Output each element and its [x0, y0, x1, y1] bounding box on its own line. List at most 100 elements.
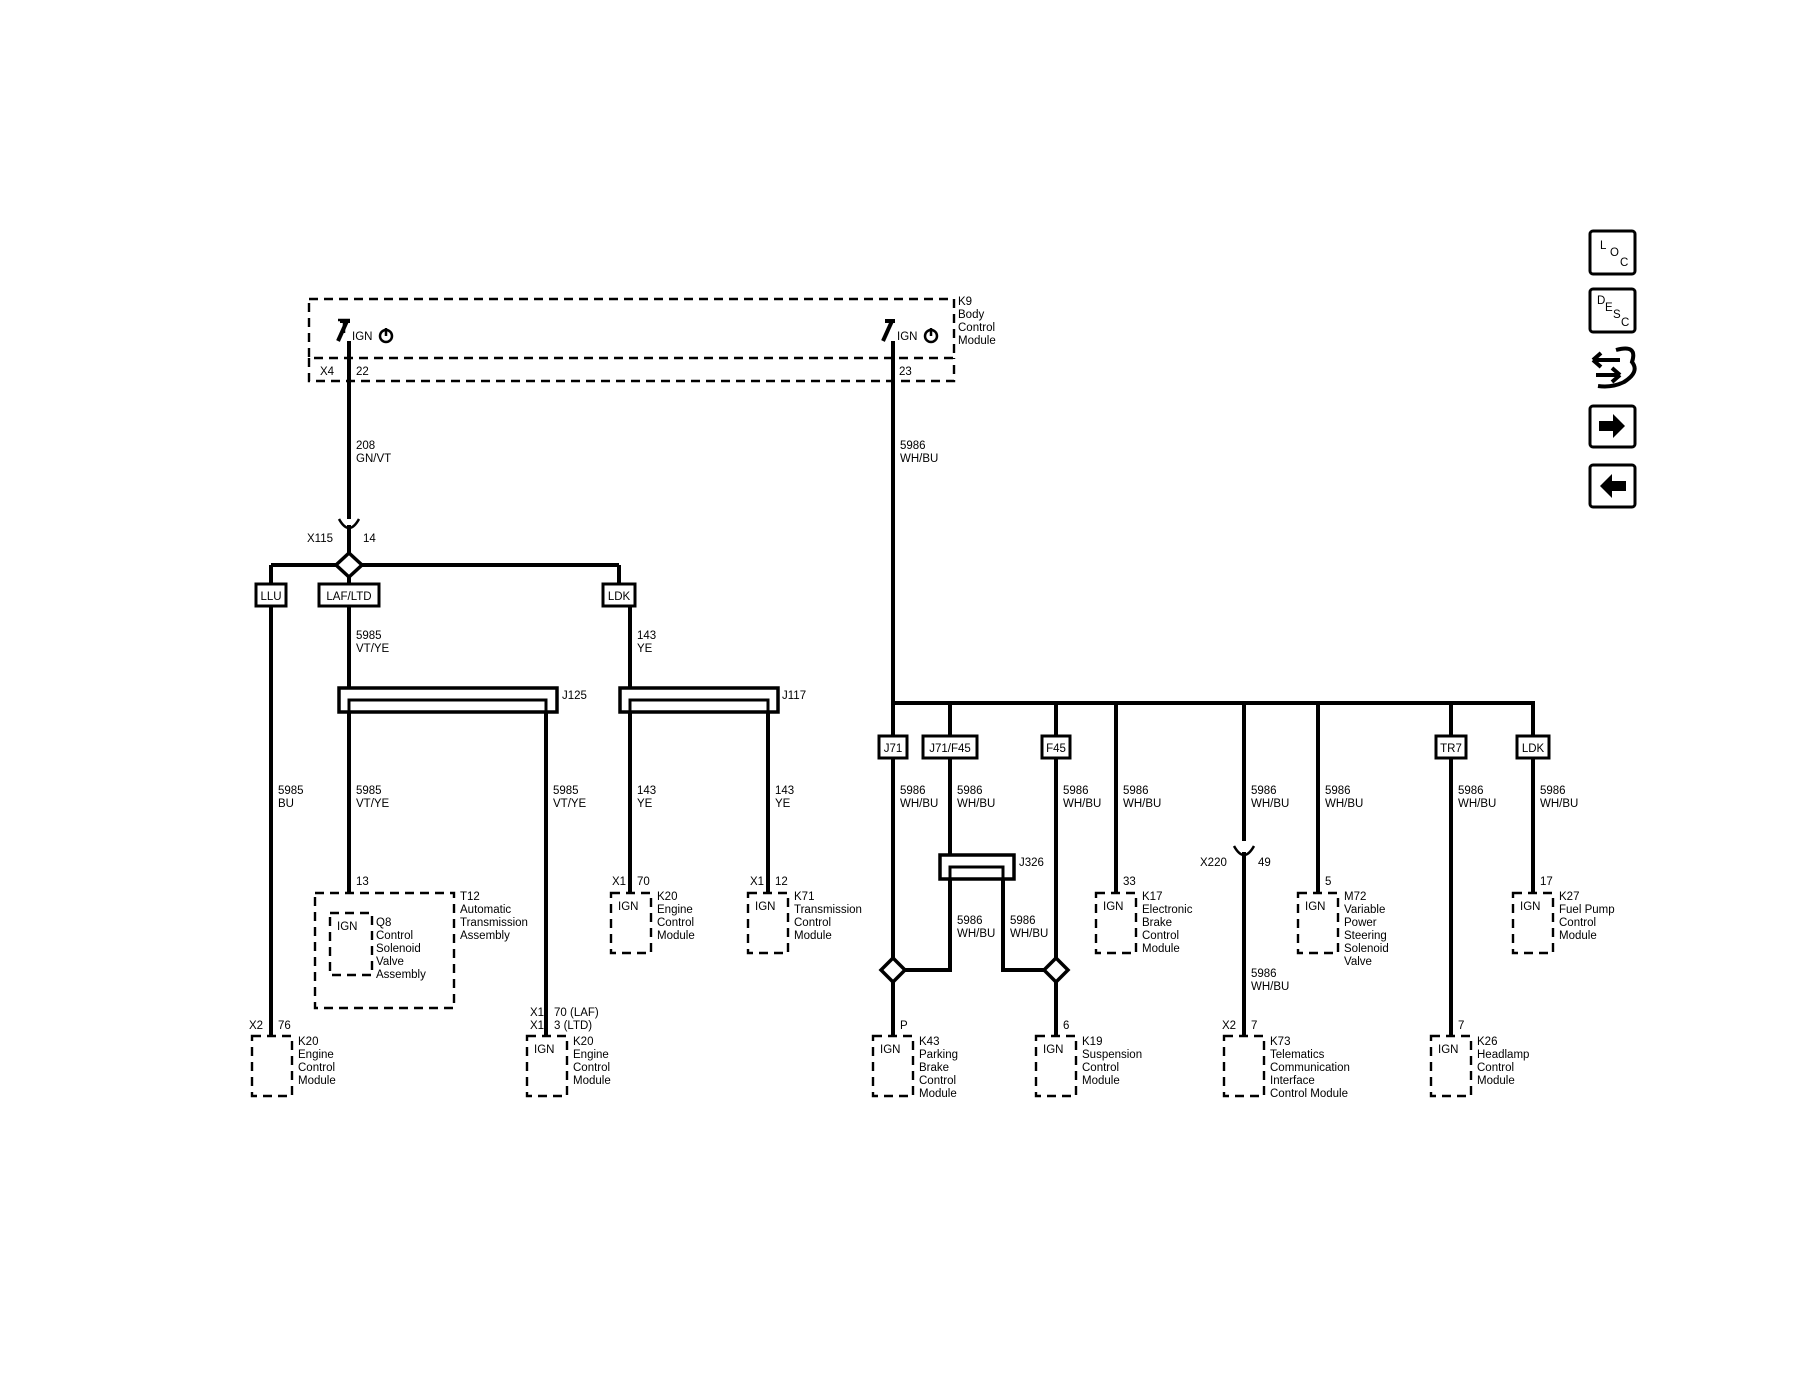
- svg-text:33: 33: [1123, 876, 1136, 888]
- tr7-branch: 5986 WH/BU: [1449, 758, 1496, 1036]
- svg-text:WH/BU: WH/BU: [900, 453, 938, 465]
- svg-text:143: 143: [637, 785, 656, 797]
- ign-label: IGN: [618, 901, 638, 913]
- llu-branch: 5985 BU: [269, 606, 304, 1036]
- splice-pack-j117: J117: [618, 686, 806, 714]
- svg-text:Valve: Valve: [376, 956, 404, 968]
- bcm-id: K9: [958, 296, 972, 308]
- svg-text:K73: K73: [1270, 1036, 1290, 1048]
- svg-text:Module: Module: [1559, 930, 1597, 942]
- svg-text:K27: K27: [1559, 891, 1579, 903]
- svg-text:Brake: Brake: [919, 1062, 949, 1074]
- svg-text:WH/BU: WH/BU: [1063, 798, 1101, 810]
- component-k17: 33 IGN K17 Electronic Brake Control Modu…: [1094, 876, 1193, 955]
- connector-swap-icon[interactable]: [1591, 346, 1637, 389]
- component-k20-laf: X1 70 (LAF) X1 3 (LTD) IGN K20 Engine Co…: [525, 1007, 611, 1098]
- svg-text:Telematics: Telematics: [1270, 1049, 1325, 1061]
- bcm-name-1: Body: [958, 309, 984, 321]
- svg-text:LLU: LLU: [260, 591, 281, 603]
- svg-text:Parking: Parking: [919, 1049, 958, 1061]
- svg-text:Control: Control: [376, 930, 413, 942]
- svg-text:Headlamp: Headlamp: [1477, 1049, 1529, 1061]
- component-k73: X2 7 K73 Telematics Communication Interf…: [1222, 1020, 1350, 1100]
- svg-text:Module: Module: [573, 1075, 611, 1087]
- svg-text:Engine: Engine: [657, 904, 693, 916]
- svg-text:Control: Control: [1142, 930, 1179, 942]
- svg-text:Variable: Variable: [1344, 904, 1385, 916]
- svg-text:WH/BU: WH/BU: [900, 798, 938, 810]
- option-ldk-right: LDK: [1515, 703, 1551, 760]
- svg-text:X1: X1: [750, 876, 764, 888]
- svg-text:Assembly: Assembly: [376, 969, 426, 981]
- splice-diamond: [878, 955, 908, 985]
- svg-text:YE: YE: [637, 798, 653, 810]
- svg-text:70 (LAF): 70 (LAF): [554, 1007, 599, 1019]
- ign-label: IGN: [1438, 1044, 1458, 1056]
- svg-text:5986: 5986: [1251, 968, 1277, 980]
- svg-text:Fuel Pump: Fuel Pump: [1559, 904, 1615, 916]
- option-laf-ltd: LAF/LTD: [317, 582, 381, 608]
- component-k43: P IGN K43 Parking Brake Control Module: [871, 1020, 958, 1100]
- bcm-pin-23: 23: [899, 366, 912, 378]
- svg-text:X1: X1: [612, 876, 626, 888]
- svg-text:7: 7: [1458, 1020, 1464, 1032]
- svg-text:Module: Module: [919, 1088, 957, 1100]
- location-button[interactable]: L O C: [1588, 229, 1637, 276]
- svg-text:Module: Module: [657, 930, 695, 942]
- svg-text:Control Module: Control Module: [1270, 1088, 1348, 1100]
- svg-text:X2: X2: [1222, 1020, 1236, 1032]
- svg-text:5986: 5986: [1010, 915, 1036, 927]
- svg-text:208: 208: [356, 440, 375, 452]
- svg-text:Control: Control: [919, 1075, 956, 1087]
- svg-text:Control: Control: [794, 917, 831, 929]
- arrow-right-icon: [1599, 414, 1625, 438]
- svg-text:Control: Control: [573, 1062, 610, 1074]
- svg-text:13: 13: [356, 876, 369, 888]
- svg-text:J125: J125: [562, 690, 587, 702]
- svg-text:BU: BU: [278, 798, 294, 810]
- next-button[interactable]: [1588, 404, 1637, 449]
- svg-text:Solenoid: Solenoid: [1344, 943, 1389, 955]
- svg-text:Engine: Engine: [573, 1049, 609, 1061]
- svg-text:5986: 5986: [957, 785, 983, 797]
- bcm-pin-22: 22: [356, 366, 369, 378]
- svg-text:Electronic: Electronic: [1142, 904, 1193, 916]
- svg-text:J117: J117: [782, 690, 806, 702]
- description-button[interactable]: D E S C: [1588, 287, 1637, 334]
- svg-text:Transmission: Transmission: [460, 917, 528, 929]
- svg-text:5985: 5985: [356, 630, 382, 642]
- svg-text:VT/YE: VT/YE: [553, 798, 587, 810]
- svg-text:Brake: Brake: [1142, 917, 1172, 929]
- svg-text:5: 5: [1325, 876, 1331, 888]
- bcm-name-2: Control: [958, 322, 995, 334]
- svg-text:K20: K20: [573, 1036, 593, 1048]
- ldk-branch: 143 YE J117 143 YE 143 YE: [618, 606, 806, 893]
- svg-text:M72: M72: [1344, 891, 1366, 903]
- x220-connector: X220: [1200, 857, 1227, 869]
- svg-text:Steering: Steering: [1344, 930, 1387, 942]
- svg-text:K26: K26: [1477, 1036, 1497, 1048]
- svg-text:Power: Power: [1344, 917, 1377, 929]
- left-feed-wire: 208 GN/VT X115 14: [269, 341, 621, 584]
- svg-text:17: 17: [1540, 876, 1553, 888]
- svg-text:5986: 5986: [957, 915, 983, 927]
- svg-text:Module: Module: [1477, 1075, 1515, 1087]
- svg-text:YE: YE: [775, 798, 791, 810]
- svg-text:O: O: [1610, 247, 1619, 259]
- ign-label: IGN: [337, 921, 357, 933]
- component-k20-llu: X2 76 K20 Engine Control Module: [249, 1020, 336, 1098]
- svg-text:K20: K20: [657, 891, 677, 903]
- svg-text:WH/BU: WH/BU: [957, 798, 995, 810]
- svg-text:Automatic: Automatic: [460, 904, 511, 916]
- power-icon: [923, 328, 939, 344]
- svg-text:Module: Module: [298, 1075, 336, 1087]
- svg-text:Control: Control: [657, 917, 694, 929]
- svg-text:5985: 5985: [553, 785, 579, 797]
- arrow-left-icon: [1600, 474, 1626, 498]
- previous-button[interactable]: [1588, 463, 1637, 509]
- svg-text:VT/YE: VT/YE: [356, 643, 390, 655]
- svg-text:5986: 5986: [1063, 785, 1089, 797]
- component-k27: 17 IGN K27 Fuel Pump Control Module: [1511, 876, 1615, 955]
- component-k26: 7 IGN K26 Headlamp Control Module: [1429, 1020, 1529, 1098]
- x220-pin: 49: [1258, 857, 1271, 869]
